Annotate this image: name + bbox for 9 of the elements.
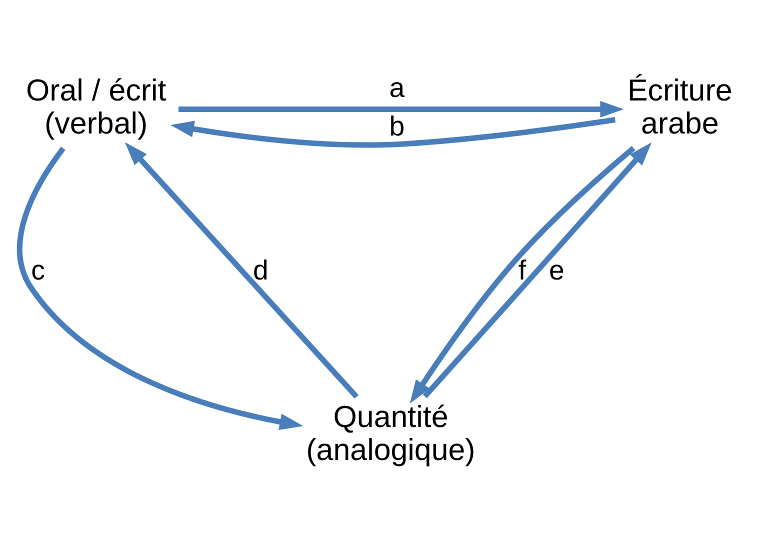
node-text: Quantité (analogique) xyxy=(306,400,476,468)
node-text: Oral / écrit (verbal) xyxy=(26,73,166,141)
edge-label: a xyxy=(389,72,405,103)
edge-label: d xyxy=(253,254,268,286)
edge-label: e xyxy=(549,254,564,286)
edge-label: c xyxy=(31,254,45,286)
edge-label: f xyxy=(518,254,526,286)
node-text: Écriture arabe xyxy=(627,73,732,141)
edge-label: b xyxy=(389,110,405,142)
